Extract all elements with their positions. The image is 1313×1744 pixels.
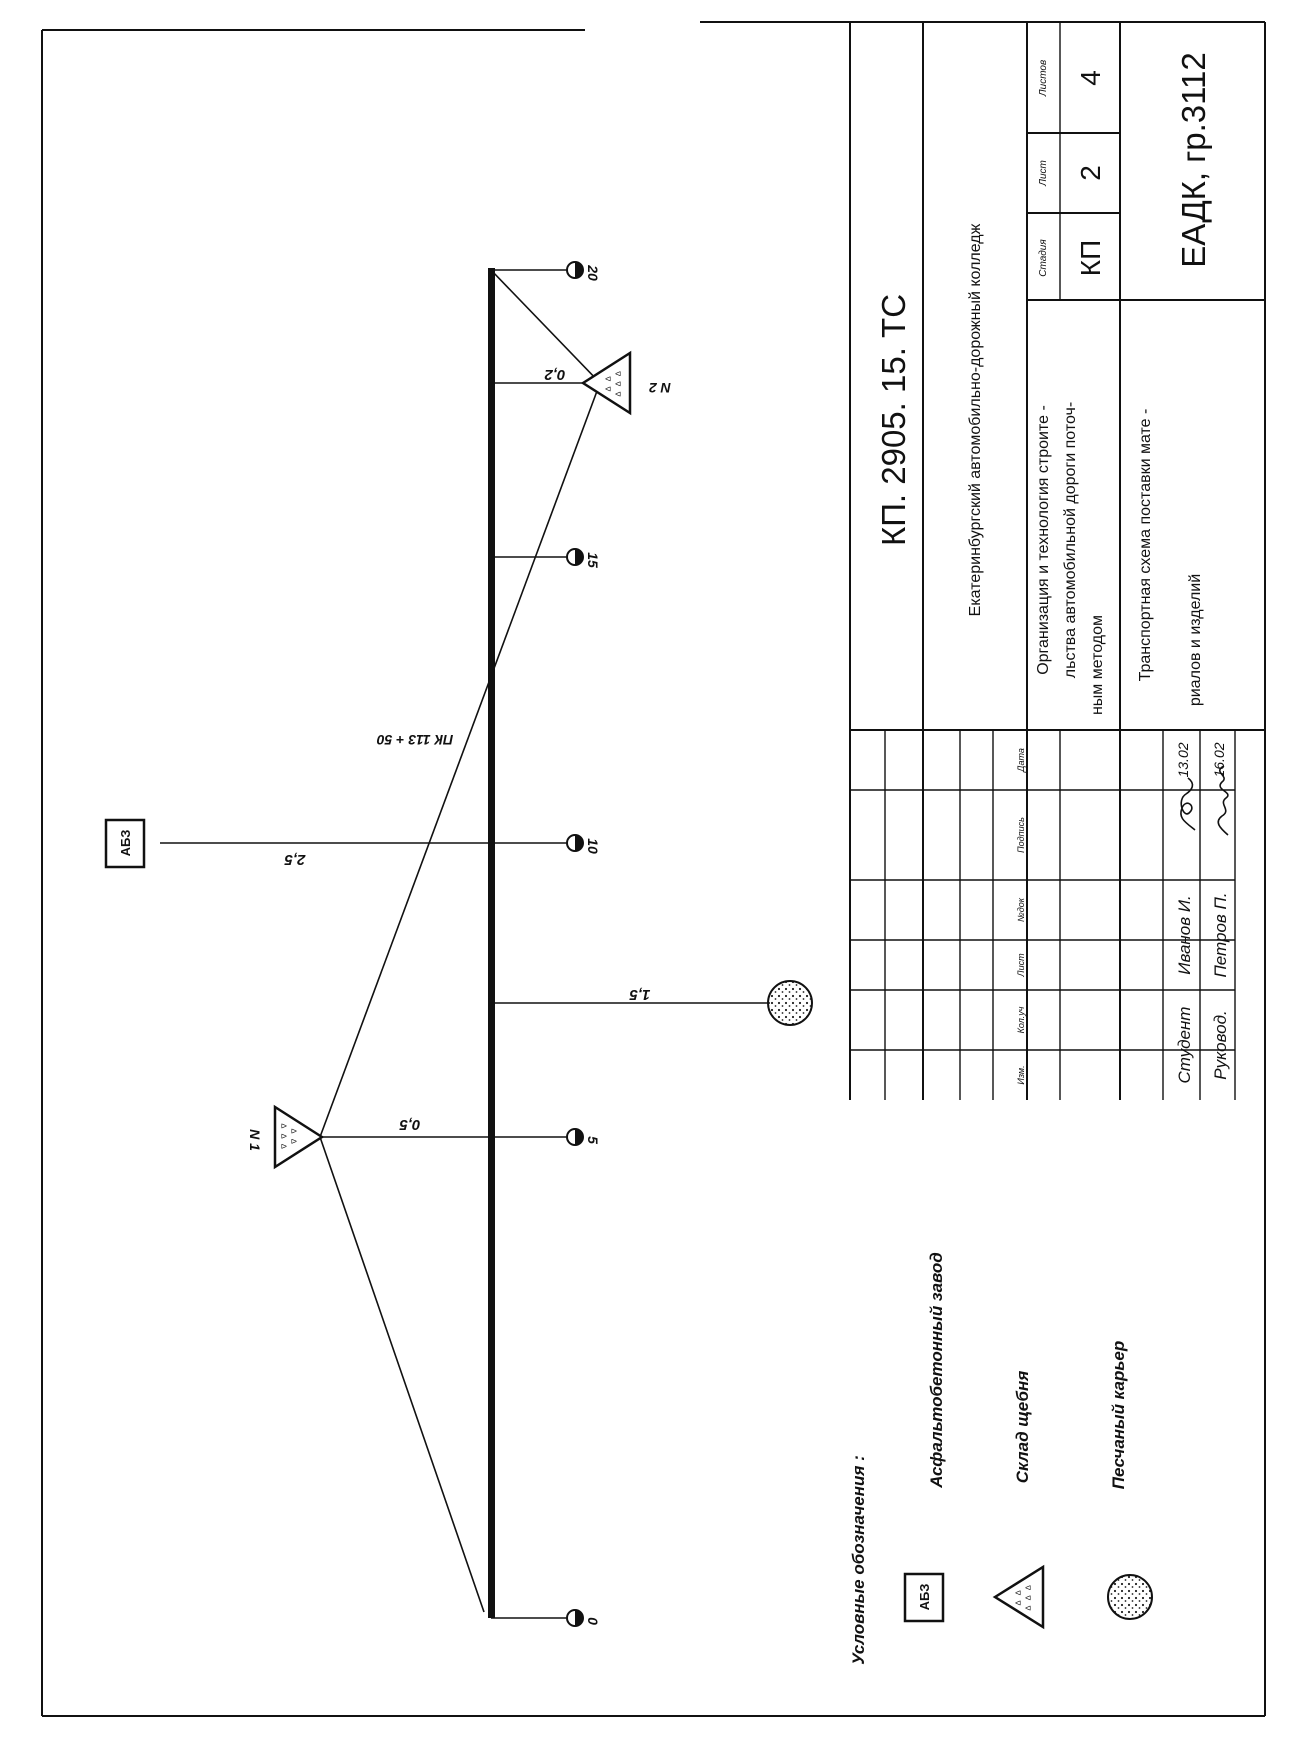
picket-label-20: 20 [585,264,601,281]
picket-label-15: 15 [585,552,601,568]
sand-pit-circle-icon [1107,1574,1153,1620]
name-supervisor: Петров П. [1211,892,1230,977]
sheets-value: 4 [1075,70,1106,86]
signature-supervisor [1217,765,1229,836]
work-title-line-2: льства автомобильной дороги поточ- [1062,402,1079,678]
col-header-date: Дата [1016,748,1026,773]
legend-label-sand: Песчаный карьер [1109,1341,1128,1490]
col-header-kolvo: Кол.уч [1016,1006,1026,1033]
role-student: Студент [1175,1007,1194,1084]
sand-pit [767,980,813,1026]
group-code: ЕАДК, гр.3112 [1175,52,1212,268]
sheet-header: Лист [1038,160,1049,187]
gravel-triangle-icon [992,1564,1045,1630]
col-header-list: Лист [1016,953,1026,978]
sheet-value: 2 [1075,165,1106,181]
name-student: Иванов И. [1175,895,1194,974]
abz-label: АБЗ [118,830,133,857]
col-header-izm: Изм. [1016,1065,1026,1084]
gravel-warehouse-2 [580,350,632,416]
sheet-title-line-2: риалов и изделий [1187,574,1204,706]
col-header-ndok: №док [1016,897,1026,922]
date-student: 13.02 [1175,742,1191,777]
warehouse-2-label: N 2 [649,380,671,396]
sheets-header: Листов [1038,60,1049,97]
picket-markers [566,261,584,1627]
picket-label-0: 0 [585,1617,601,1625]
abz-plant: АБЗ [104,818,146,869]
warehouse-1-distance: 0,5 [399,1116,421,1133]
picket-label-10: 10 [585,838,601,854]
stage-value: КП [1075,240,1106,276]
road-line [488,268,495,1618]
legend-label-abz: Асфальтобетонный завод [927,1252,946,1489]
date-supervisor: 16.02 [1211,742,1227,777]
transport-scheme: 0 5 10 15 20 АБЗ 2,5 N 1 0,5 N 2 0,2 [104,261,813,1627]
work-title-line-3: ным методом [1089,615,1106,715]
col-header-signature: Подпись [1016,817,1026,853]
sheet-frame [41,21,1266,1717]
svg-text:АБЗ: АБЗ [917,1584,932,1611]
pk-label: ПК 113 + 50 [377,732,454,748]
title-block: КП. 2905. 15. ТС Екатеринбургский автомо… [849,21,1265,1100]
sand-pit-distance: 1,5 [629,986,651,1003]
gravel-warehouse-1 [273,1104,325,1170]
warehouse-1-label: N 1 [247,1129,263,1151]
role-supervisor: Руковод. [1211,1010,1230,1079]
signature-student [1180,777,1196,831]
stage-header: Стадия [1038,239,1049,277]
sheet-title-line-1: Транспортная схема поставки мате - [1137,409,1154,682]
work-title-line-1: Организация и технология строите - [1035,405,1052,675]
abz-box-icon: АБЗ [903,1572,945,1623]
picket-label-5: 5 [585,1136,601,1144]
abz-distance: 2,5 [284,851,307,868]
warehouse-2-distance: 0,2 [544,366,566,383]
doc-code: КП. 2905. 15. ТС [875,294,912,546]
legend-title: Условные обозначения : [849,1455,868,1665]
legend-label-gravel: Склад щебня [1013,1371,1032,1484]
legend: Условные обозначения : АБЗ Асфальтобетон… [849,1252,1153,1665]
organization: Екатеринбургский автомобильно-дорожный к… [967,223,984,616]
